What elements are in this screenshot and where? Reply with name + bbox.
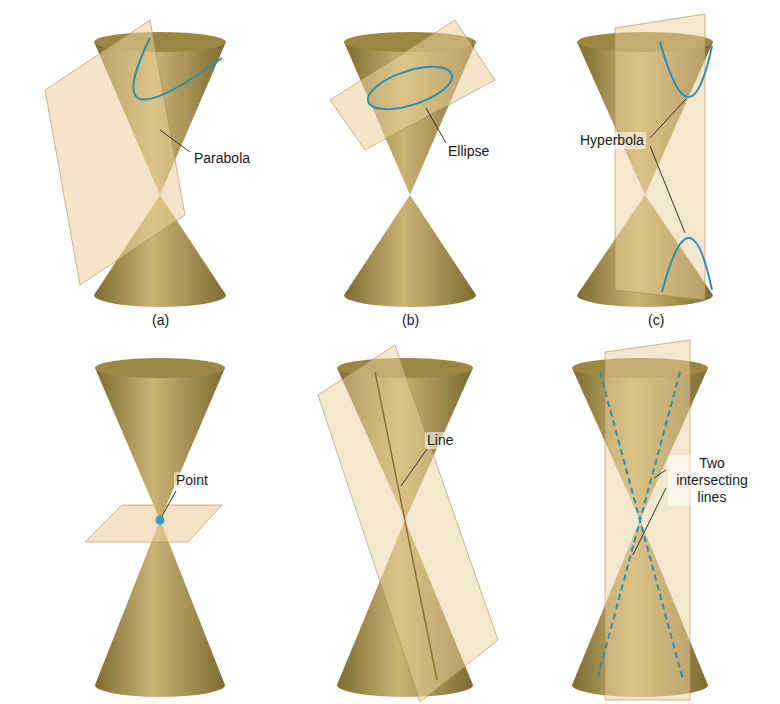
- cone-c: [577, 14, 713, 307]
- cone-e: [318, 345, 498, 702]
- panel-letter: (a): [150, 312, 171, 329]
- curve-label: Parabola: [192, 150, 252, 167]
- curve-label: Line: [425, 432, 455, 449]
- curve-label: Ellipse: [446, 143, 491, 160]
- curve-label: Hyperbola: [578, 132, 646, 149]
- panel-letter: (b): [400, 312, 421, 329]
- cone-d: [85, 358, 225, 697]
- panel-letter: (c): [646, 312, 666, 329]
- curve-label: Two intersecting lines: [668, 455, 756, 506]
- curve-label: Point: [174, 472, 210, 489]
- cone-b: [330, 20, 495, 307]
- cone-f: [572, 340, 708, 700]
